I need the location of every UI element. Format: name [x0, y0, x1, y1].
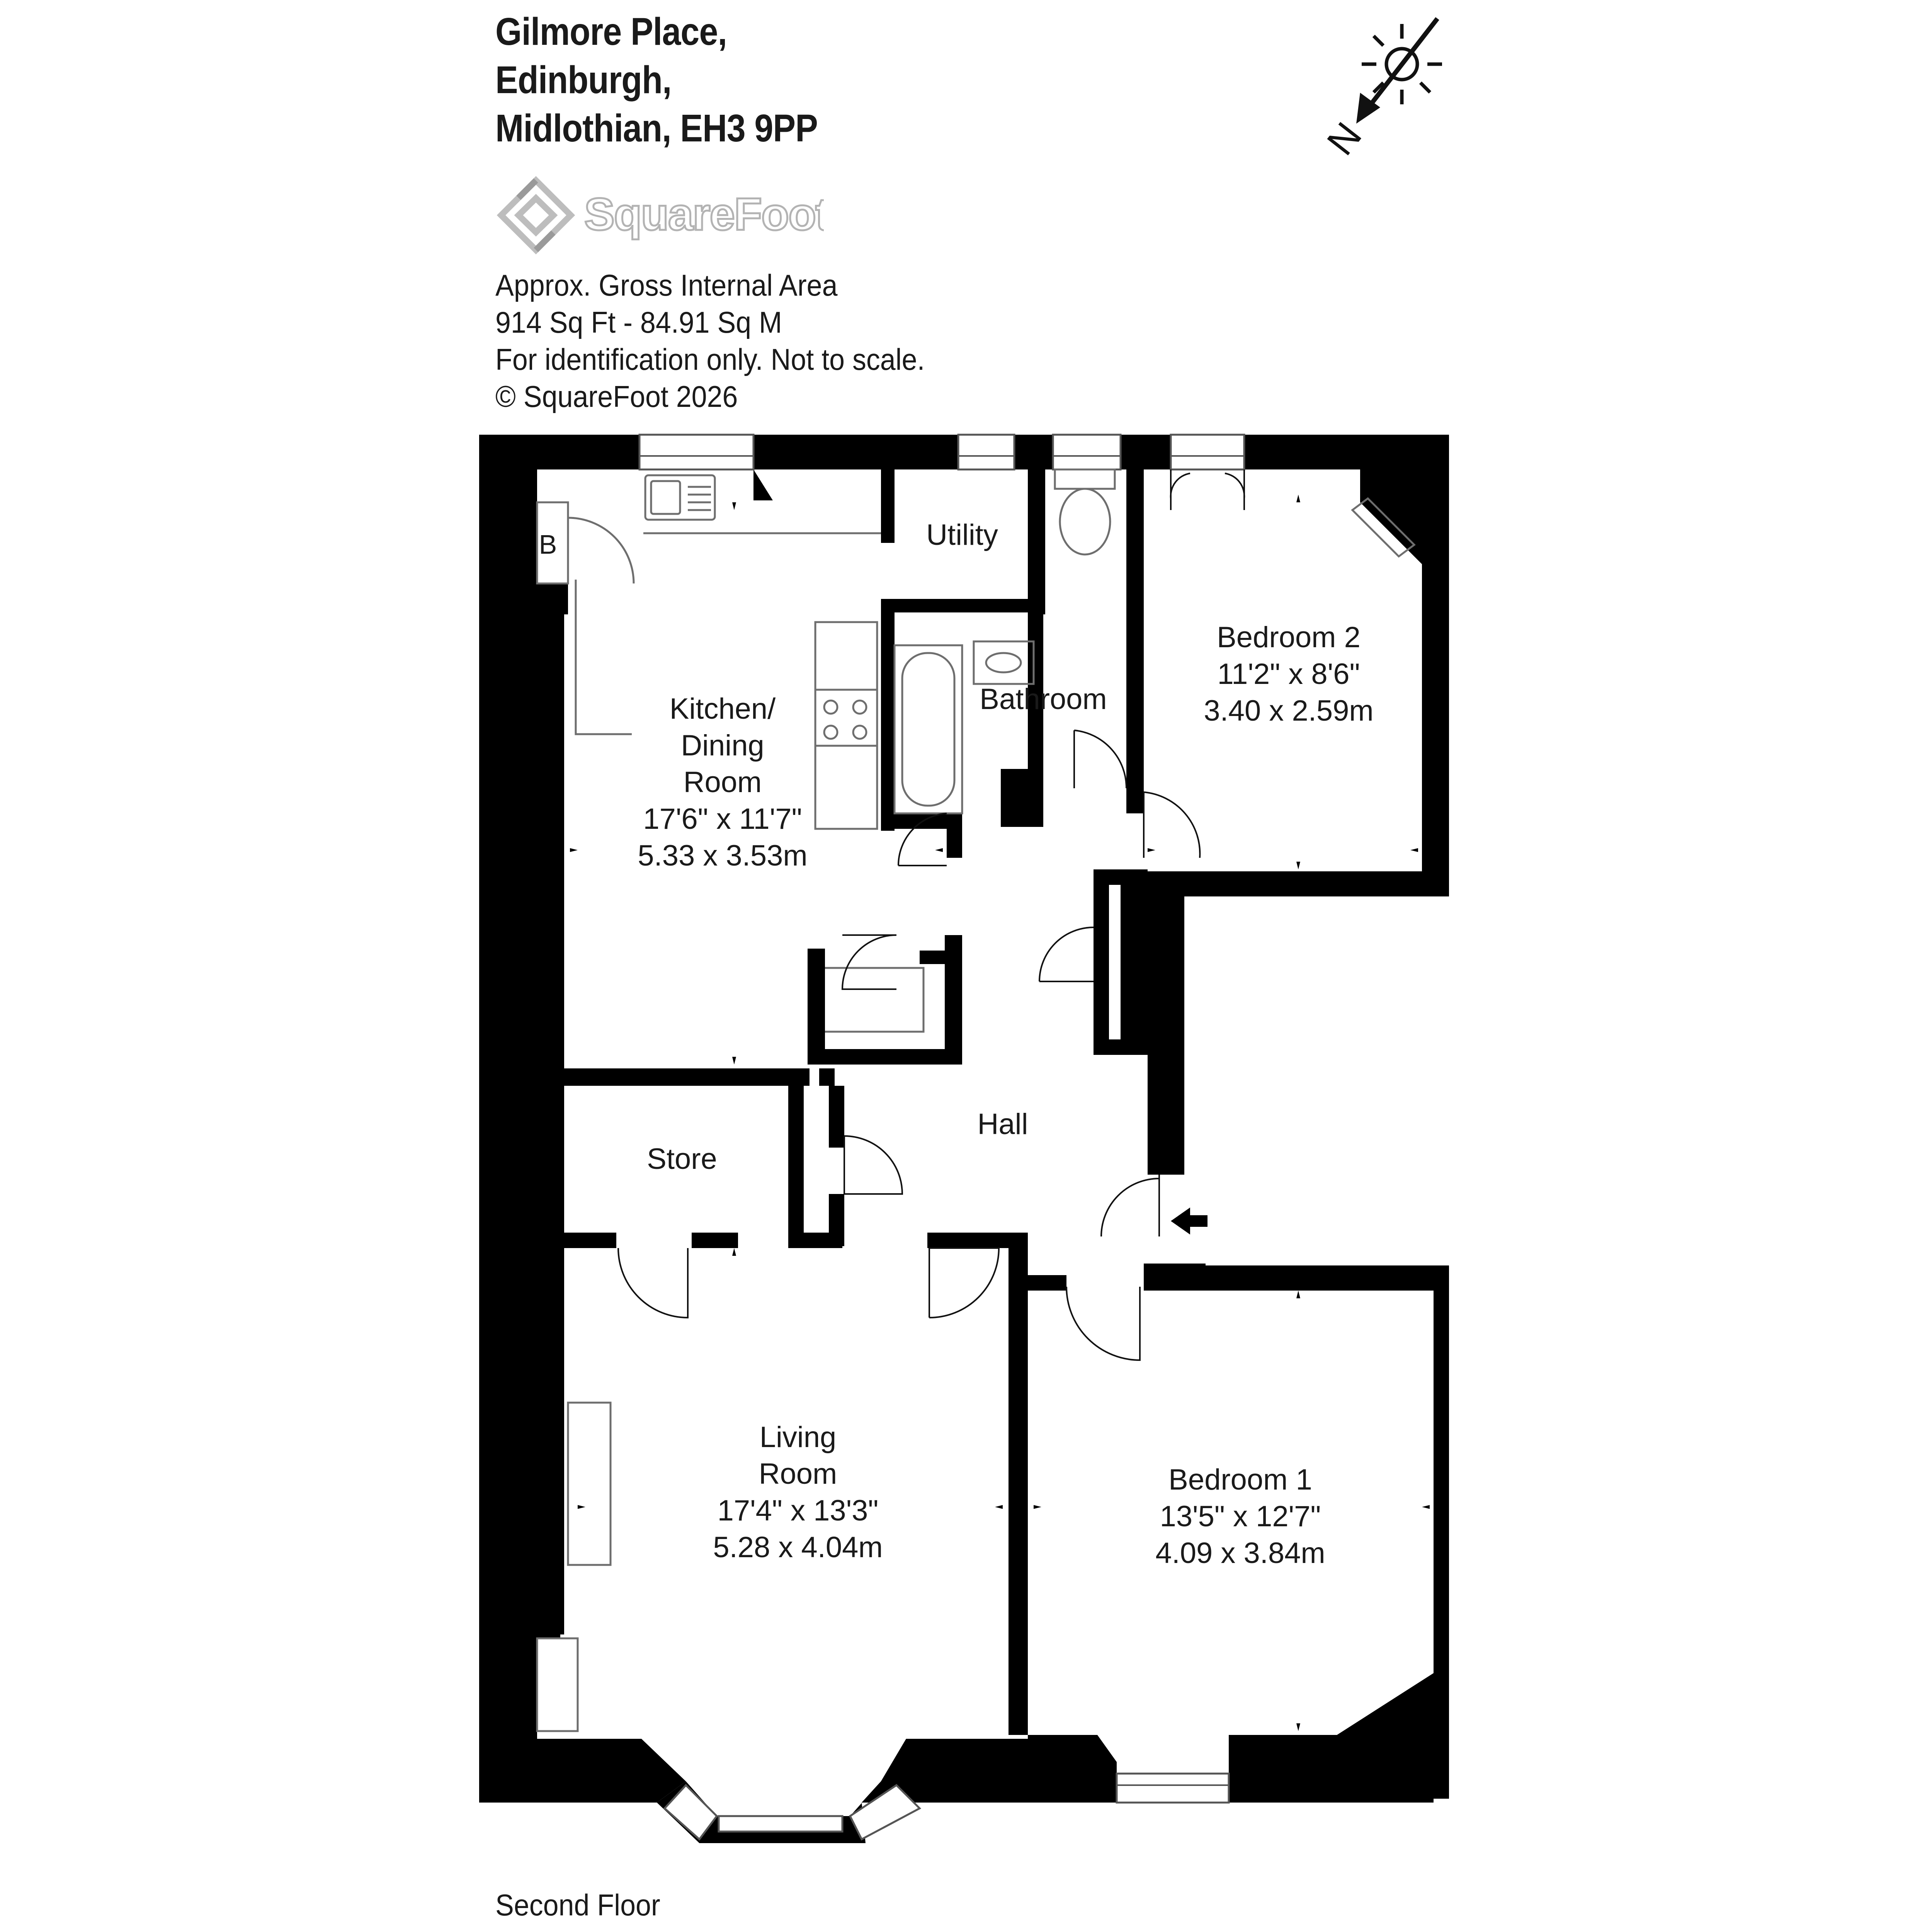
- address-line-1: Gilmore Place,: [495, 10, 727, 53]
- address-line-2: Edinburgh,: [495, 58, 672, 102]
- room-bedroom1-metric: 4.09 x 3.84m: [1155, 1537, 1325, 1570]
- window-bay-centre: [718, 1815, 844, 1833]
- basin-icon: [973, 640, 1035, 685]
- walls: [479, 435, 1449, 1843]
- room-living-line1: Living: [760, 1421, 837, 1454]
- room-bedroom2-metric: 3.40 x 2.59m: [1204, 694, 1373, 727]
- room-kitchen: Kitchen/ Dining Room 17'6" x 11'7" 5.33 …: [638, 692, 807, 872]
- window-bedroom1: [1116, 1772, 1230, 1804]
- bath-icon: [901, 652, 956, 807]
- window-bay-right: [849, 1784, 922, 1841]
- room-kitchen-line3: Room: [684, 766, 762, 799]
- fixtures: [536, 468, 1416, 1732]
- area-info: Approx. Gross Internal Area 914 Sq Ft - …: [495, 267, 962, 415]
- room-living-line2: Room: [759, 1458, 837, 1490]
- hob-icon: [814, 689, 878, 747]
- dimension-markers: [570, 495, 1430, 1731]
- windows: [638, 434, 1245, 1841]
- window-bedroom2: [1170, 434, 1245, 471]
- area-info-copyright: © SquareFoot 2026: [495, 379, 738, 413]
- compass-icon: N: [1319, 17, 1442, 163]
- kitchen-sink-icon: [644, 474, 716, 521]
- squarefoot-logo: SquareFoot: [497, 176, 824, 255]
- room-living: Living Room 17'4" x 13'3" 5.28 x 4.04m: [713, 1421, 883, 1564]
- squarefoot-logo-text: SquareFoot: [584, 189, 824, 240]
- room-bathroom-label: Bathroom: [980, 683, 1107, 716]
- toilet-icon: [1054, 468, 1116, 490]
- room-bedroom1: Bedroom 1 13'5" x 12'7" 4.09 x 3.84m: [1155, 1463, 1325, 1570]
- room-kitchen-imperial: 17'6" x 11'7": [643, 803, 802, 835]
- window-kitchen: [638, 434, 755, 471]
- room-bedroom2-imperial: 11'2" x 8'6": [1218, 658, 1360, 690]
- doors: [617, 469, 1245, 1361]
- north-arrow-icon: [1356, 17, 1439, 124]
- address-line-3: Midlothian, EH3 9PP: [495, 107, 818, 150]
- floor-label: Second Floor: [495, 1888, 660, 1922]
- window-utility: [957, 434, 1015, 471]
- room-bedroom2: Bedroom 2 11'2" x 8'6" 3.40 x 2.59m: [1204, 621, 1373, 727]
- window-bay-left: [663, 1784, 718, 1841]
- room-store-label: Store: [647, 1143, 717, 1175]
- sun-icon: [1362, 24, 1442, 104]
- room-kitchen-line1: Kitchen/: [670, 692, 776, 725]
- room-boiler-label: B: [539, 529, 557, 560]
- compass-north-label: N: [1319, 114, 1370, 163]
- room-living-metric: 5.28 x 4.04m: [713, 1531, 883, 1564]
- window-bathroom: [1052, 434, 1122, 471]
- room-bedroom2-name: Bedroom 2: [1217, 621, 1361, 654]
- room-hall-label: Hall: [978, 1108, 1028, 1141]
- address-block: Gilmore Place, Edinburgh, Midlothian, EH…: [495, 8, 862, 153]
- entrance-arrow-icon: [1171, 1208, 1208, 1235]
- area-info-title: Approx. Gross Internal Area: [495, 268, 838, 302]
- squarefoot-logo-icon: [497, 176, 575, 255]
- room-kitchen-line2: Dining: [681, 729, 764, 762]
- room-bedroom1-imperial: 13'5" x 12'7": [1160, 1500, 1321, 1533]
- room-utility-label: Utility: [926, 519, 998, 551]
- room-living-imperial: 17'4" x 13'3": [718, 1494, 879, 1527]
- room-bedroom1-name: Bedroom 1: [1168, 1463, 1312, 1496]
- area-info-disclaimer: For identification only. Not to scale.: [495, 342, 925, 376]
- room-kitchen-metric: 5.33 x 3.53m: [638, 839, 807, 872]
- area-info-size: 914 Sq Ft - 84.91 Sq M: [495, 305, 782, 339]
- door-leaves: [687, 730, 1145, 1360]
